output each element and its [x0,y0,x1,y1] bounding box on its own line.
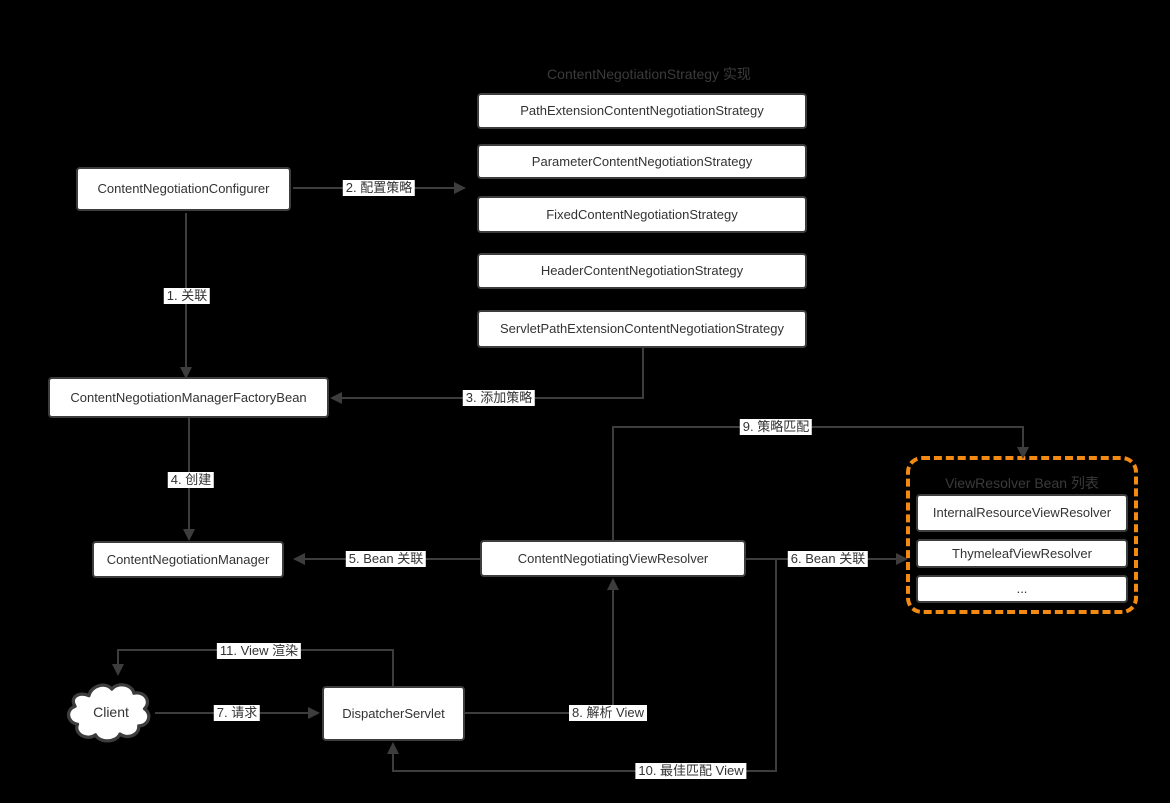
edge-10-label: 10. 最佳匹配 View [635,763,747,779]
edge-8-arrowhead [607,578,619,590]
node-internal-resource-view-resolver: InternalResourceViewResolver [916,494,1128,532]
node-path-extension-strategy: PathExtensionContentNegotiationStrategy [477,93,807,129]
node-content-negotiation-manager: ContentNegotiationManager [92,541,284,578]
edge-9-segment [1022,426,1024,448]
edge-9-arrowhead [1017,447,1029,459]
edge-8-segment [612,588,614,714]
client-node: Client [62,672,160,752]
edge-11-segment [392,650,394,686]
edge-5-label: 5. Bean 关联 [345,551,427,567]
edge-6-label: 6. Bean 关联 [787,551,869,567]
node-servlet-path-extension-strategy: ServletPathExtensionContentNegotiationSt… [477,310,807,348]
edge-5-arrowhead [293,553,305,565]
edge-8-segment [465,712,614,714]
edge-11-arrowhead [112,664,124,676]
node-dispatcher-servlet: DispatcherServlet [322,686,465,741]
edge-2-label: 2. 配置策略 [342,180,416,196]
edge-3-arrowhead [330,392,342,404]
node-other-view-resolver: ... [916,575,1128,603]
edge-11-segment [117,649,119,665]
edge-1-arrowhead [180,367,192,379]
client-label: Client [93,704,129,720]
node-content-negotiating-view-resolver: ContentNegotiatingViewResolver [480,540,746,577]
edge-6-arrowhead [896,553,908,565]
edge-9-segment [612,426,1024,428]
cloud-icon [67,683,151,743]
node-content-negotiation-manager-factory-bean: ContentNegotiationManagerFactoryBean [48,377,329,418]
edge-10-arrowhead [387,742,399,754]
node-content-negotiation-configurer: ContentNegotiationConfigurer [76,167,291,211]
edge-9-label: 9. 策略匹配 [739,419,813,435]
edge-4-arrowhead [183,529,195,541]
edge-7-arrowhead [308,707,320,719]
edge-4-label: 4. 创建 [167,472,215,488]
edge-10-segment [392,752,394,772]
node-parameter-strategy: ParameterContentNegotiationStrategy [477,144,807,179]
edge-7-label: 7. 请求 [213,705,261,721]
edge-3-segment [642,348,644,399]
edge-3-label: 3. 添加策略 [462,390,536,406]
strategies-group-title: ContentNegotiationStrategy 实现 [547,66,751,82]
edge-9-segment [612,427,614,540]
edge-8-label: 8. 解析 View [568,705,648,721]
node-fixed-strategy: FixedContentNegotiationStrategy [477,196,807,233]
edge-10-segment [775,558,777,772]
edge-2-arrowhead [454,182,466,194]
node-header-strategy: HeaderContentNegotiationStrategy [477,253,807,289]
viewresolver-bean-list-title: ViewResolver Bean 列表 [945,475,1099,491]
edge-1-label: 1. 关联 [163,288,211,304]
node-thymeleaf-view-resolver: ThymeleafViewResolver [916,539,1128,568]
edge-10-segment [394,770,777,772]
edge-11-label: 11. View 渲染 [216,643,302,659]
